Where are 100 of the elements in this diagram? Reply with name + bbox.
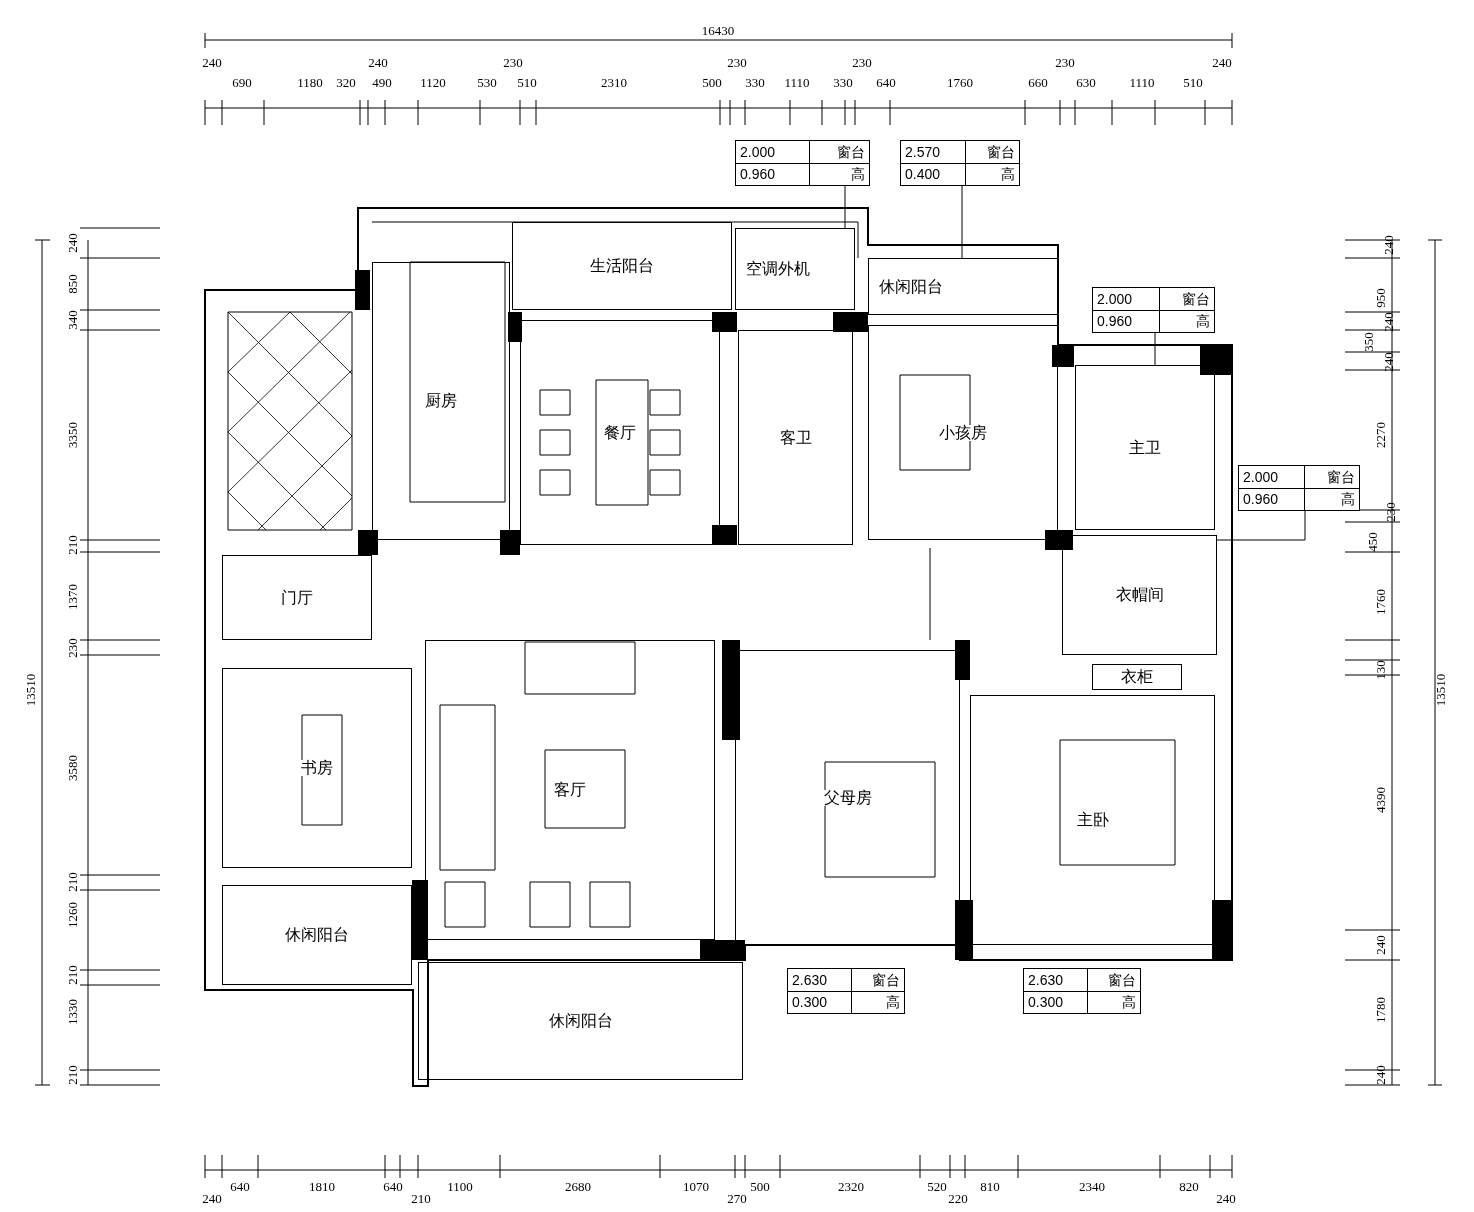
- room-label: 生活阳台: [588, 258, 656, 274]
- dimension-value: 240: [202, 1191, 222, 1205]
- dimension-value: 210: [65, 535, 79, 555]
- tag-cell: 2.000: [736, 141, 809, 164]
- tag-cell: 2.000: [1093, 288, 1159, 311]
- tag-cell: 2.000: [1239, 466, 1305, 489]
- dimension-value: 240: [368, 55, 388, 69]
- dimension-value: 210: [65, 1065, 79, 1085]
- dimension-value: 230: [503, 55, 523, 69]
- dimension-value: 500: [750, 1179, 770, 1193]
- dimension-value: 950: [1373, 288, 1387, 308]
- dimension-value: 630: [1076, 75, 1096, 89]
- window-tag: [735, 140, 870, 186]
- dimension-value: 500: [702, 75, 722, 89]
- dimension-value: 210: [65, 965, 79, 985]
- dimension-value: 1120: [420, 75, 446, 89]
- dimension-value: 16430: [701, 23, 735, 37]
- leader-line: [1216, 510, 1306, 541]
- room-outline: [520, 320, 720, 545]
- dimension-value: 1780: [1373, 997, 1387, 1023]
- tag-cell-text: 0.400: [904, 165, 942, 185]
- dimension-value: 230: [1055, 55, 1075, 69]
- dimension-value: 330: [745, 75, 765, 89]
- dimension-value: 1370: [65, 584, 79, 610]
- dimension-value: 850: [65, 274, 79, 294]
- dimension-value: 240: [1212, 55, 1232, 69]
- dimension-value: 320: [336, 75, 356, 89]
- dimension-value: 3580: [65, 755, 79, 781]
- dimension-value: 690: [232, 75, 252, 89]
- room-label: 餐厅: [602, 424, 638, 441]
- tag-cell: 2.630: [788, 969, 852, 992]
- dimension-value: 820: [1179, 1179, 1199, 1193]
- dimension-value: 210: [411, 1191, 431, 1205]
- dimension-value: 2320: [838, 1179, 864, 1193]
- dimension-value: 240: [65, 233, 79, 253]
- room-label: 休闲阳台: [546, 1013, 615, 1029]
- dimension-value: 640: [383, 1179, 403, 1193]
- tag-cell: 高: [1159, 310, 1214, 332]
- tag-cell: 窗台: [808, 141, 869, 164]
- dimension-value: 2310: [601, 75, 627, 89]
- dimension-value: 640: [230, 1179, 250, 1193]
- dimension-value: 240: [1216, 1191, 1236, 1205]
- dimension-value: 2680: [565, 1179, 591, 1193]
- dimension-value: 130: [1373, 660, 1387, 680]
- window-tag: [1023, 968, 1141, 1014]
- room-label: 父母房: [821, 789, 874, 806]
- tag-cell-text: 0.300: [791, 993, 829, 1013]
- dimension-value: 520: [927, 1179, 947, 1193]
- room-label: 书房: [299, 760, 335, 776]
- room-label: 衣帽间: [1113, 587, 1166, 603]
- room-outline: [738, 330, 853, 545]
- room-label: 衣柜: [1119, 669, 1155, 685]
- dimension-value: 3350: [65, 422, 79, 448]
- room-outline: [418, 962, 743, 1080]
- dimension-value: 1180: [297, 75, 323, 89]
- window-tag: [1092, 287, 1215, 333]
- dimension-value: 510: [517, 75, 537, 89]
- room-outline: [512, 222, 732, 310]
- dimension-value: 240: [1381, 312, 1395, 332]
- tag-cell: 2.630: [1024, 969, 1088, 992]
- room-label: 空调外机: [744, 261, 812, 277]
- dimension-value: 240: [202, 55, 222, 69]
- tag-cell-text: 0.960: [739, 165, 777, 185]
- dimension-value: 660: [1028, 75, 1048, 89]
- dimension-value: 330: [833, 75, 853, 89]
- dimension-value: 4390: [1373, 787, 1387, 813]
- room-label: 主卧: [1074, 812, 1111, 828]
- dimension-value: 2340: [1079, 1179, 1105, 1193]
- dimension-value: 230: [1383, 502, 1397, 522]
- dimension-value: 240: [1373, 935, 1387, 955]
- tag-cell: 窗台: [1304, 466, 1359, 489]
- room-outline: [1075, 365, 1215, 530]
- dimension-value: 1260: [65, 902, 79, 928]
- tag-cell: 高: [808, 163, 869, 185]
- dimension-value: 450: [1365, 532, 1379, 552]
- leader-line: [844, 185, 846, 229]
- dimension-value: 1110: [784, 75, 810, 89]
- window-tag: [900, 140, 1020, 186]
- tag-cell: 窗台: [965, 141, 1019, 164]
- dimension-value: 13510: [1433, 673, 1447, 707]
- room-label: 门厅: [279, 589, 315, 606]
- room-outline: [222, 885, 412, 985]
- tag-cell: 窗台: [1087, 969, 1140, 992]
- room-label: 休闲阳台: [283, 927, 351, 943]
- room-outline: [970, 695, 1215, 945]
- window-tag: [1238, 465, 1360, 511]
- dimension-value: 240: [1373, 1065, 1387, 1085]
- dimension-value: 1110: [1129, 75, 1155, 89]
- dimension-value: 1070: [683, 1179, 709, 1193]
- dimension-value: 240: [1381, 235, 1395, 255]
- room-outline: [1062, 535, 1217, 655]
- dimension-value: 230: [852, 55, 872, 69]
- dimension-value: 1100: [447, 1179, 473, 1193]
- dimension-value: 510: [1183, 75, 1203, 89]
- room-label: 客卫: [777, 429, 814, 446]
- dimension-value: 810: [980, 1179, 1000, 1193]
- room-outline: [425, 640, 715, 940]
- tag-cell-text: 0.300: [1027, 993, 1065, 1013]
- dimension-value: 1760: [947, 75, 973, 89]
- dimension-value: 490: [372, 75, 392, 89]
